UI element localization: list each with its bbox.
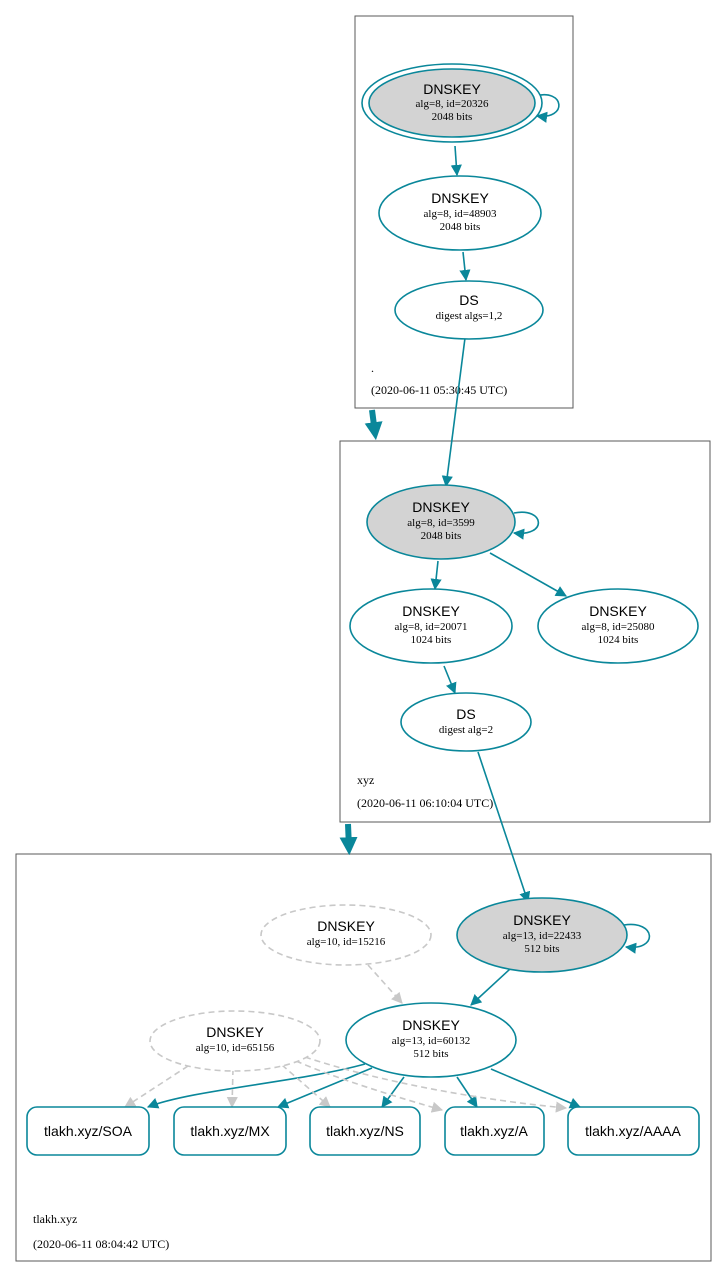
edge-xyz-ksk-to-zsk1 xyxy=(430,560,442,591)
edge-inactive2-to-soa xyxy=(124,1065,189,1108)
dnskey-ellipse xyxy=(260,904,432,966)
edge-root-ksk-self xyxy=(534,93,560,123)
edge-root-ds-to-xyz-ksk xyxy=(441,337,466,488)
edge-tlakh-ksk-to-zsk xyxy=(470,968,511,1006)
dnskey-title: DNSKEY xyxy=(513,912,571,928)
node-root-ksk: DNSKEY alg=8, id=20326 2048 bits xyxy=(361,63,543,143)
edge-zsk-to-soa xyxy=(146,1063,366,1109)
rrset-label: tlakh.xyz/SOA xyxy=(44,1123,133,1139)
edge-inactive1-to-zsk xyxy=(367,964,403,1004)
rrset-mx: tlakh.xyz/MX xyxy=(173,1106,287,1156)
ds-ellipse xyxy=(400,692,532,752)
dnskey-ellipse xyxy=(456,897,628,973)
dnskey-size: 1024 bits xyxy=(411,634,452,646)
rrset-aaaa: tlakh.xyz/AAAA xyxy=(567,1106,700,1156)
dnskey-size: 1024 bits xyxy=(598,634,639,646)
node-xyz-zsk-20071: DNSKEY alg=8, id=20071 1024 bits xyxy=(349,588,513,664)
dnskey-title: DNSKEY xyxy=(206,1024,264,1040)
rrset-box xyxy=(309,1106,421,1156)
edge-xyz-ksk-to-zsk2 xyxy=(489,552,567,597)
ds-ellipse xyxy=(394,280,544,340)
dnskey-details: alg=8, id=3599 xyxy=(407,517,475,529)
ds-details: digest alg=2 xyxy=(439,724,493,736)
dnskey-ellipse xyxy=(345,1002,517,1078)
rrset-box xyxy=(444,1106,545,1156)
dnskey-size: 512 bits xyxy=(413,1048,448,1060)
ds-title: DS xyxy=(456,706,475,722)
dnskey-details: alg=8, id=48903 xyxy=(424,208,497,220)
dnskey-ellipse xyxy=(366,484,516,560)
rrset-ns: tlakh.xyz/NS xyxy=(309,1106,421,1156)
rrset-label: tlakh.xyz/AAAA xyxy=(585,1123,681,1139)
dnskey-size: 2048 bits xyxy=(421,530,462,542)
node-root-ds: DS digest algs=1,2 xyxy=(394,280,544,340)
edge-zsk-to-ns xyxy=(381,1076,405,1108)
edge-zsk-to-mx xyxy=(276,1067,373,1109)
edge-tlakh-ksk-self xyxy=(623,923,651,954)
rrset-label: tlakh.xyz/MX xyxy=(190,1123,270,1139)
rrset-box xyxy=(567,1106,700,1156)
dnskey-details: alg=8, id=20326 xyxy=(416,98,489,110)
dnskey-details: alg=8, id=25080 xyxy=(582,621,655,633)
node-xyz-ksk: DNSKEY alg=8, id=3599 2048 bits xyxy=(366,484,516,560)
edges xyxy=(124,93,651,1113)
dnskey-details: alg=13, id=22433 xyxy=(503,930,582,942)
dnskey-ellipse xyxy=(368,68,536,138)
zone-xyz-name: xyz xyxy=(357,773,374,787)
rrset-label: tlakh.xyz/NS xyxy=(326,1123,404,1139)
edge-delegation-xyz-tlakh xyxy=(339,823,358,856)
zone-root-timestamp: (2020-06-11 05:30:45 UTC) xyxy=(371,383,507,397)
zone-xyz-timestamp: (2020-06-11 06:10:04 UTC) xyxy=(357,796,493,810)
dnskey-size: 512 bits xyxy=(524,943,559,955)
rrset-a: tlakh.xyz/A xyxy=(444,1106,545,1156)
dnskey-ellipse xyxy=(537,588,699,664)
rrset-box xyxy=(173,1106,287,1156)
dnskey-ellipse xyxy=(349,588,513,664)
dnskey-ellipse xyxy=(149,1010,321,1072)
edge-xyz-zsk1-to-ds xyxy=(443,665,457,695)
node-tlakh-inactive-65156: DNSKEY alg=10, id=65156 xyxy=(149,1010,321,1072)
dnskey-title: DNSKEY xyxy=(412,499,470,515)
dnskey-title: DNSKEY xyxy=(423,81,481,97)
node-tlakh-ksk: DNSKEY alg=13, id=22433 512 bits xyxy=(456,897,628,973)
edge-inactive2-to-mx xyxy=(226,1068,238,1109)
edge-xyz-ksk-self xyxy=(512,511,540,540)
dnskey-details: alg=13, id=60132 xyxy=(392,1035,470,1047)
edge-root-ksk-to-zsk xyxy=(450,145,462,177)
zone-root-name: . xyxy=(371,361,374,375)
node-xyz-ds: DS digest alg=2 xyxy=(400,692,532,752)
edge-xyz-ds-to-tlakh-ksk xyxy=(477,751,531,904)
dnskey-title: DNSKEY xyxy=(431,190,489,206)
dnskey-title: DNSKEY xyxy=(402,1017,460,1033)
edge-inactive2-to-ns xyxy=(281,1064,331,1108)
dnskey-details: alg=10, id=65156 xyxy=(196,1042,275,1054)
dnskey-title: DNSKEY xyxy=(589,603,647,619)
zone-tlakh-name: tlakh.xyz xyxy=(33,1212,77,1226)
rrset-soa: tlakh.xyz/SOA xyxy=(26,1106,150,1156)
edge-delegation-root-xyz xyxy=(364,409,383,441)
dnskey-size: 2048 bits xyxy=(440,221,481,233)
ds-details: digest algs=1,2 xyxy=(436,310,503,322)
rrset-label: tlakh.xyz/A xyxy=(460,1123,528,1139)
edge-inactive2-to-aaaa xyxy=(304,1056,568,1113)
dnskey-details: alg=8, id=20071 xyxy=(395,621,468,633)
node-root-zsk: DNSKEY alg=8, id=48903 2048 bits xyxy=(378,175,542,251)
node-tlakh-inactive-15216: DNSKEY alg=10, id=15216 xyxy=(260,904,432,966)
dnskey-title: DNSKEY xyxy=(402,603,460,619)
edge-zsk-to-aaaa xyxy=(490,1068,582,1109)
zone-tlakh-timestamp: (2020-06-11 08:04:42 UTC) xyxy=(33,1237,169,1251)
edge-zsk-to-a xyxy=(456,1076,478,1108)
node-xyz-zsk-25080: DNSKEY alg=8, id=25080 1024 bits xyxy=(537,588,699,664)
dnskey-details: alg=10, id=15216 xyxy=(307,936,386,948)
ds-title: DS xyxy=(459,292,478,308)
node-tlakh-zsk: DNSKEY alg=13, id=60132 512 bits xyxy=(345,1002,517,1078)
dnskey-ellipse xyxy=(378,175,542,251)
dnskey-title: DNSKEY xyxy=(317,918,375,934)
dnskey-size: 2048 bits xyxy=(432,111,473,123)
rrset-box xyxy=(26,1106,150,1156)
edge-root-zsk-to-ds xyxy=(459,251,471,282)
